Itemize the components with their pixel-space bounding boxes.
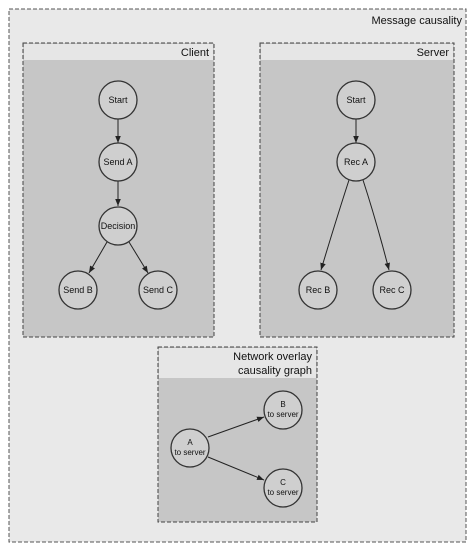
network-title-line2: causality graph (238, 365, 312, 377)
edge-a-to-b (207, 416, 265, 438)
node-rec-b-label: Rec B (306, 285, 331, 295)
message-causality-title: Message causality (372, 15, 463, 27)
node-rec-c: Rec C (372, 270, 412, 310)
node-a-to-server: A to server (170, 428, 210, 468)
node-a-sublabel: to server (174, 448, 205, 457)
node-b-label: B (280, 400, 285, 409)
node-b-sublabel: to server (267, 410, 298, 419)
node-rec-a: Rec A (336, 142, 376, 182)
edge-decision-to-send-b (88, 241, 108, 274)
node-server-start: Start (336, 80, 376, 120)
node-c-sublabel: to server (267, 488, 298, 497)
network-title-line1: Network overlay (233, 351, 312, 363)
server-panel: Server Start Rec A Rec B Rec C (259, 42, 455, 338)
node-send-a-label: Send A (103, 157, 132, 167)
server-title: Server (417, 47, 450, 59)
node-client-start: Start (98, 80, 138, 120)
node-send-b: Send B (58, 270, 98, 310)
edge-decision-to-send-c (128, 241, 149, 274)
client-panel: Client Start Send A Decision Send B Send… (22, 42, 215, 338)
node-send-a: Send A (98, 142, 138, 182)
node-a-label: A (187, 438, 193, 447)
edge-rec-a-to-rec-b (320, 179, 350, 271)
node-send-c: Send C (138, 270, 178, 310)
node-c-to-server: C to server (263, 468, 303, 508)
edge-rec-a-to-rec-c (362, 179, 390, 271)
node-rec-b: Rec B (298, 270, 338, 310)
client-title: Client (181, 47, 209, 59)
node-server-start-label: Start (346, 95, 366, 105)
edge-a-to-c (207, 456, 265, 481)
network-overlay-panel: Network overlay causality graph A to ser… (157, 346, 318, 523)
node-rec-c-label: Rec C (379, 285, 405, 295)
node-send-c-label: Send C (143, 285, 174, 295)
node-c-label: C (280, 478, 286, 487)
node-b-to-server: B to server (263, 390, 303, 430)
node-client-start-label: Start (108, 95, 128, 105)
node-send-b-label: Send B (63, 285, 93, 295)
node-decision: Decision (98, 206, 138, 246)
node-decision-label: Decision (101, 221, 136, 231)
node-rec-a-label: Rec A (344, 157, 368, 167)
